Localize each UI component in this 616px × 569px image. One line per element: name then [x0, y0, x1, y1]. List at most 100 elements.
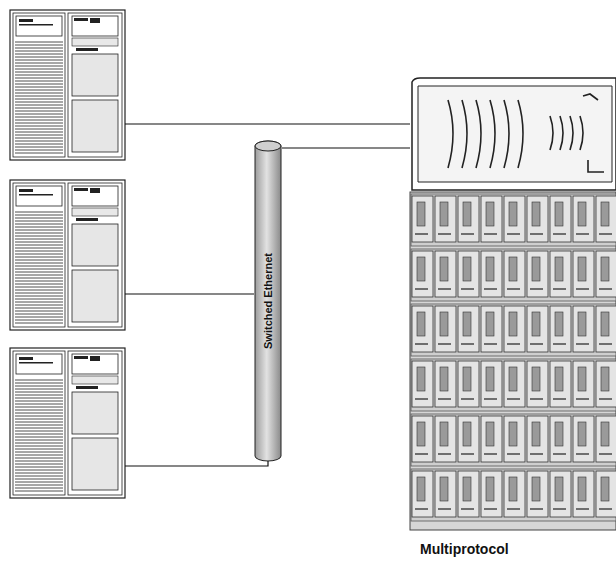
drive-handle [555, 477, 563, 501]
drive-slot [599, 453, 612, 454]
drive-handle [486, 202, 494, 226]
drive-slot [438, 343, 451, 344]
drive-bay [550, 416, 571, 462]
drive-bay [435, 251, 456, 297]
drive-bay [458, 471, 479, 517]
drive-handle [440, 422, 448, 446]
drive-handle [532, 312, 540, 336]
drive-handle [555, 257, 563, 281]
drive-slot [507, 398, 520, 399]
network-cylinder: Switched Ethernet [254, 140, 282, 462]
drive-slot [576, 233, 589, 234]
drive-handle [555, 312, 563, 336]
drive-handle [555, 202, 563, 226]
drive-bay [504, 471, 525, 517]
drive-slot [507, 343, 520, 344]
drive-bay [573, 471, 594, 517]
drive-handle [486, 477, 494, 501]
drive-handle [417, 422, 425, 446]
network-label: Switched Ethernet [262, 253, 274, 349]
drive-slot [415, 233, 428, 234]
drive-bay [504, 251, 525, 297]
drive-handle [601, 477, 609, 501]
drive-bay [481, 306, 502, 352]
drive-bay [527, 471, 548, 517]
drive-bay [596, 251, 616, 297]
drive-handle [440, 367, 448, 391]
drive-bay [550, 251, 571, 297]
drive-slot [415, 343, 428, 344]
drive-slot [553, 288, 566, 289]
drive-slot [530, 343, 543, 344]
drive-bay [435, 471, 456, 517]
drive-slot [599, 233, 612, 234]
device-label: Multiprotocol [420, 541, 509, 557]
drive-bay [458, 196, 479, 242]
drive-bay [458, 361, 479, 407]
drive-bay [550, 471, 571, 517]
drive-bay [412, 416, 433, 462]
drive-handle [440, 312, 448, 336]
drive-slot [415, 453, 428, 454]
drive-slot [530, 508, 543, 509]
drive-bay [504, 306, 525, 352]
drive-slot [507, 288, 520, 289]
drive-handle [555, 367, 563, 391]
drive-slot [576, 343, 589, 344]
drive-handle [440, 202, 448, 226]
drive-bay [573, 306, 594, 352]
drive-slot [507, 453, 520, 454]
drive-handle [463, 367, 471, 391]
shelf [411, 194, 616, 246]
drive-slot [553, 343, 566, 344]
drive-bay [412, 361, 433, 407]
drive-bay [550, 361, 571, 407]
drive-bay [412, 251, 433, 297]
drive-bay [527, 251, 548, 297]
drive-handle [578, 367, 586, 391]
drive-slot [415, 288, 428, 289]
drive-bay [458, 251, 479, 297]
drive-bay [573, 251, 594, 297]
drive-handle [532, 257, 540, 281]
drive-handle [463, 202, 471, 226]
drive-handle [440, 477, 448, 501]
drive-slot [553, 453, 566, 454]
drive-slot [507, 508, 520, 509]
drive-bay [504, 196, 525, 242]
drive-slot [484, 288, 497, 289]
drive-bay [573, 416, 594, 462]
drive-bay [596, 361, 616, 407]
drive-slot [599, 343, 612, 344]
drive-handle [555, 422, 563, 446]
drive-bay [412, 471, 433, 517]
drive-handle [463, 422, 471, 446]
drive-handle [601, 257, 609, 281]
drive-handle [509, 257, 517, 281]
drive-bay [550, 306, 571, 352]
drive-handle [601, 422, 609, 446]
drive-bay [481, 361, 502, 407]
drive-handle [578, 477, 586, 501]
drive-handle [440, 257, 448, 281]
shelf [411, 469, 616, 521]
drive-slot [461, 453, 474, 454]
drive-slot [576, 398, 589, 399]
drive-handle [463, 257, 471, 281]
drive-bay [573, 196, 594, 242]
drive-handle [509, 477, 517, 501]
drive-handle [509, 422, 517, 446]
drive-slot [530, 398, 543, 399]
network-link [282, 147, 410, 148]
drive-handle [486, 257, 494, 281]
drive-handle [509, 202, 517, 226]
drive-slot [438, 453, 451, 454]
drive-handle [486, 422, 494, 446]
drive-bay [435, 306, 456, 352]
drive-slot [530, 233, 543, 234]
shelf [411, 359, 616, 411]
drive-slot [438, 288, 451, 289]
drive-slot [484, 453, 497, 454]
drive-slot [553, 508, 566, 509]
